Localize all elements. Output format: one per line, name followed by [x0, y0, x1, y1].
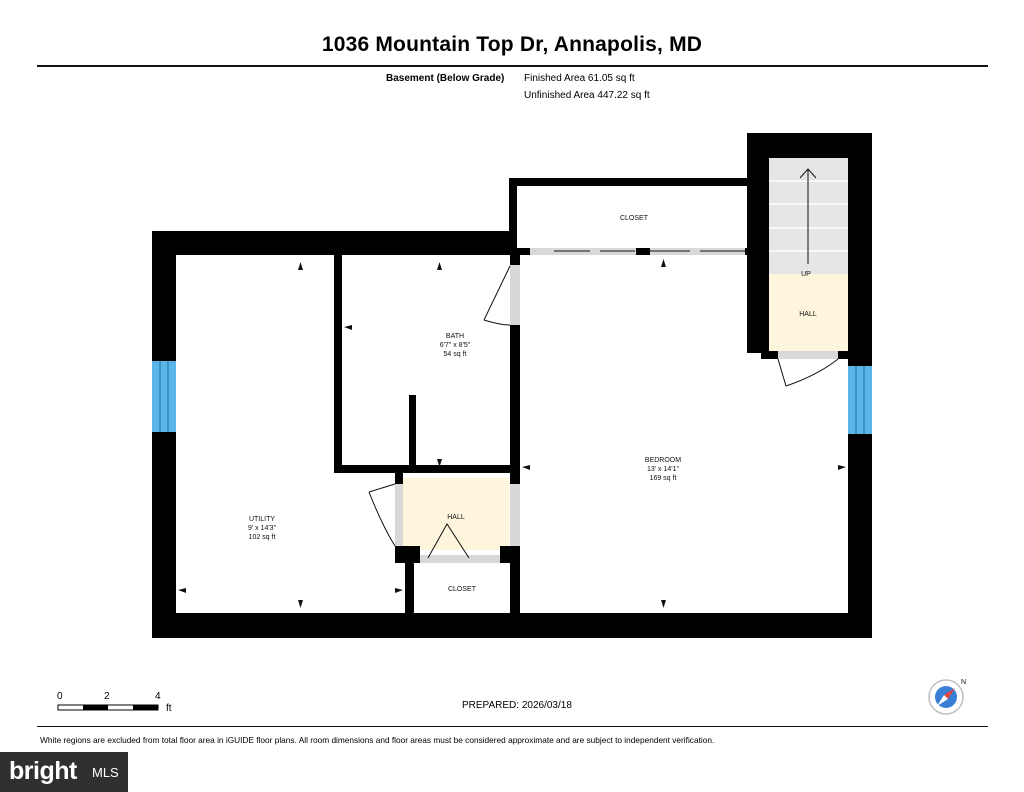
scale-tick-2: 2 [104, 691, 110, 702]
utility-dims: 9' x 14'3" [248, 525, 277, 532]
window-right-mullions [855, 366, 865, 434]
unfinished-area: Unfinished Area 447.22 sq ft [524, 90, 650, 101]
closet-bottom-label: CLOSET [448, 586, 477, 593]
prepared-date: PREPARED: 2026/03/18 [462, 700, 572, 711]
walls [152, 133, 872, 638]
bedroom-label: BEDROOM [645, 457, 681, 464]
finished-area: Finished Area 61.05 sq ft [524, 73, 635, 84]
scale-tick-4: 4 [155, 691, 161, 702]
floor-label: Basement (Below Grade) [386, 73, 505, 84]
bath-label: BATH [446, 333, 464, 340]
footer-divider [37, 726, 988, 727]
dimension-arrows [178, 259, 846, 608]
scale-unit: ft [166, 703, 172, 714]
hall-center-label: HALL [447, 514, 465, 521]
window-right [848, 366, 872, 434]
header-divider [37, 65, 988, 67]
compass-north-label: N [961, 679, 966, 686]
window-left [152, 361, 176, 432]
disclaimer: White regions are excluded from total fl… [40, 735, 715, 745]
scale-bar [57, 704, 159, 711]
stairs-up-arrow [799, 168, 817, 264]
bedroom-dims: 13' x 14'1" [647, 466, 680, 473]
compass-icon: N [928, 679, 966, 715]
scale-tick-0: 0 [57, 691, 63, 702]
property-address: 1036 Mountain Top Dr, Annapolis, MD [321, 33, 703, 56]
brand-name: bright [9, 757, 77, 785]
hall-right-fill [769, 274, 848, 351]
utility-area: 102 sq ft [249, 534, 276, 541]
brand-suffix: MLS [92, 765, 119, 780]
bath-area: 54 sq ft [444, 351, 467, 358]
window-left-mullions [159, 361, 169, 432]
door-swings [368, 250, 839, 559]
closet-top-label: CLOSET [620, 215, 649, 222]
hall-right-label: HALL [799, 311, 817, 318]
utility-label: UTILITY [249, 516, 275, 523]
bath-dims: 6'7" x 8'5" [440, 342, 471, 349]
stairs-up-label: UP [801, 271, 811, 278]
bright-mls-logo: bright MLS [0, 752, 128, 792]
bedroom-area: 169 sq ft [650, 475, 677, 482]
